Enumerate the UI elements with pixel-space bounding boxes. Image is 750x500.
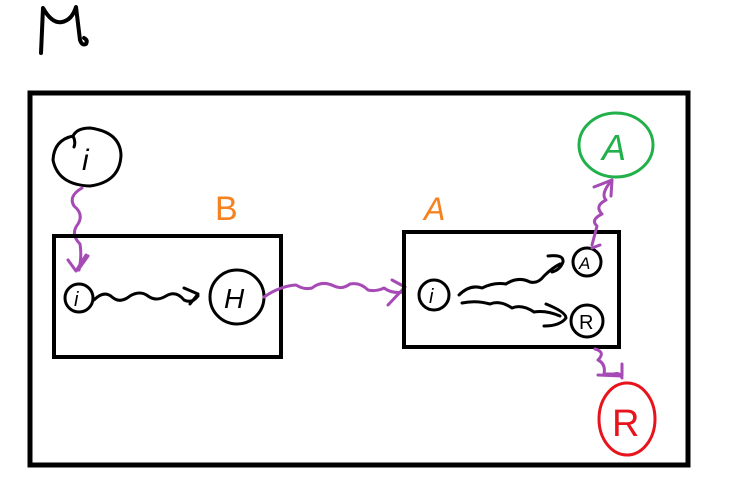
output-reject: R xyxy=(597,381,657,457)
output-accept: A xyxy=(577,111,655,179)
machine-a-reject-label: R xyxy=(579,312,593,334)
machine-a-box xyxy=(402,230,621,349)
flow-a-reject-arrowhead xyxy=(596,362,624,378)
flow-a-accept-to-output xyxy=(590,178,614,247)
output-reject-circle xyxy=(597,381,657,457)
machine-a-transition-reject xyxy=(460,300,562,318)
machine-b-label: B xyxy=(215,190,238,228)
machine-a-start-label: i xyxy=(429,286,434,308)
output-accept-circle xyxy=(577,111,655,179)
machine-a-accept-state: A xyxy=(571,246,603,278)
machine-a-transition-reject-arrowhead xyxy=(542,302,568,328)
machine-a-start-circle xyxy=(417,278,451,312)
machine-b-halt-state: H xyxy=(208,268,266,326)
machine-a-label: A xyxy=(422,191,445,227)
flow-b-to-a xyxy=(262,281,406,299)
machine-b-transition xyxy=(92,291,200,303)
flow-input-to-b xyxy=(70,186,84,272)
machine-b-start-circle xyxy=(63,282,95,314)
title-glyph-m xyxy=(39,5,89,55)
machine-a-transition-accept-arrowhead xyxy=(546,254,565,274)
outer-machine-box xyxy=(27,90,691,468)
machine-b-transition-arrowhead xyxy=(182,286,200,306)
flow-a-accept-arrowhead xyxy=(590,178,614,250)
output-accept-label: A xyxy=(600,127,626,168)
machine-b-box xyxy=(52,234,283,359)
output-reject-label: R xyxy=(612,403,639,445)
machine-a-start-state: i xyxy=(417,278,451,312)
machine-a-accept-circle xyxy=(571,246,603,278)
input-node-circle xyxy=(51,126,123,188)
machine-a-reject-state: R xyxy=(569,303,605,339)
machine-b-halt-label: H xyxy=(224,283,245,314)
machine-a-transition-accept xyxy=(457,262,562,297)
input-node: i xyxy=(51,126,123,188)
flow-input-to-b-arrowhead xyxy=(66,253,90,273)
flow-a-reject-to-output xyxy=(593,347,624,380)
input-node-label: i xyxy=(82,144,90,177)
machine-a-reject-circle xyxy=(569,303,605,339)
machine-b-start-state: i xyxy=(63,282,95,314)
machine-a-accept-label: A xyxy=(578,254,590,273)
machine-b-start-label: i xyxy=(74,289,79,311)
